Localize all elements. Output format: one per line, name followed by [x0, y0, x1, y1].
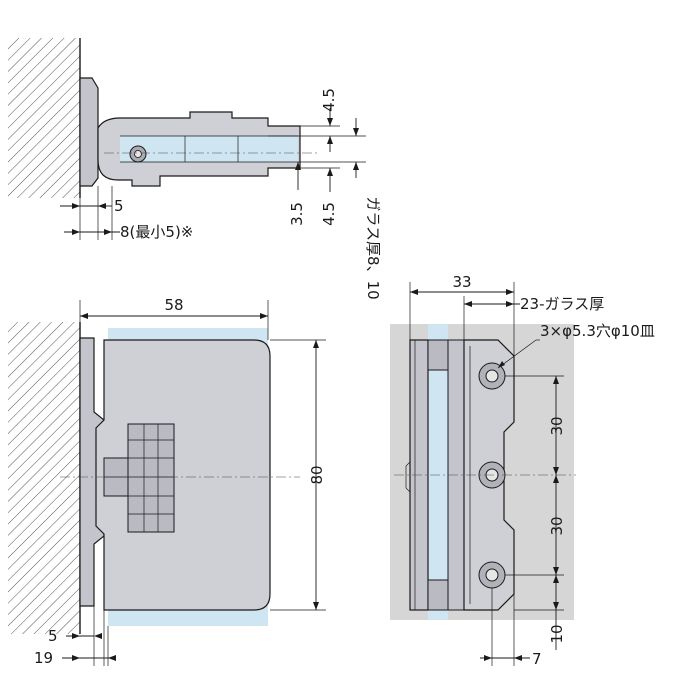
- glass-side: [428, 324, 448, 620]
- dim-8-min: 8(最小5)※: [120, 223, 193, 241]
- glass-thickness-label: ガラス厚8、10: [364, 196, 382, 299]
- dim-3-5: 3.5: [288, 202, 306, 226]
- dim-30-lower: 30: [548, 516, 566, 535]
- dim-19: 19: [34, 649, 53, 667]
- front-view: 58 80 5 19: [8, 296, 326, 667]
- wall-section-top: [8, 38, 80, 198]
- hole-spec: 3×φ5.3穴φ10皿: [540, 322, 655, 340]
- hinge-body-front: [95, 339, 271, 611]
- wall-section-front: [8, 322, 80, 634]
- dim-width-58: 58: [164, 296, 183, 314]
- side-view: 33 23-ガラス厚 3×φ5.3穴φ10皿 30 30 10 7: [390, 273, 655, 668]
- top-view: 4.5 4.5 3.5 ガラス厚8、10 5 8(最小5)※: [8, 38, 382, 300]
- dim-5-front: 5: [48, 627, 58, 645]
- dim-height-80: 80: [308, 465, 326, 484]
- dim-top-gap: 4.5: [320, 88, 338, 112]
- dim-23-glass: 23-ガラス厚: [520, 295, 604, 313]
- wall-plate-top: [79, 77, 99, 187]
- dim-10: 10: [548, 624, 566, 643]
- dim-5-top: 5: [114, 197, 124, 215]
- glass-top: [120, 136, 298, 162]
- dim-33: 33: [452, 273, 471, 291]
- dim-30-upper: 30: [548, 416, 566, 435]
- clamp-bar: [427, 339, 449, 371]
- dim-7: 7: [532, 650, 542, 668]
- dim-bottom-gap: 4.5: [320, 202, 338, 226]
